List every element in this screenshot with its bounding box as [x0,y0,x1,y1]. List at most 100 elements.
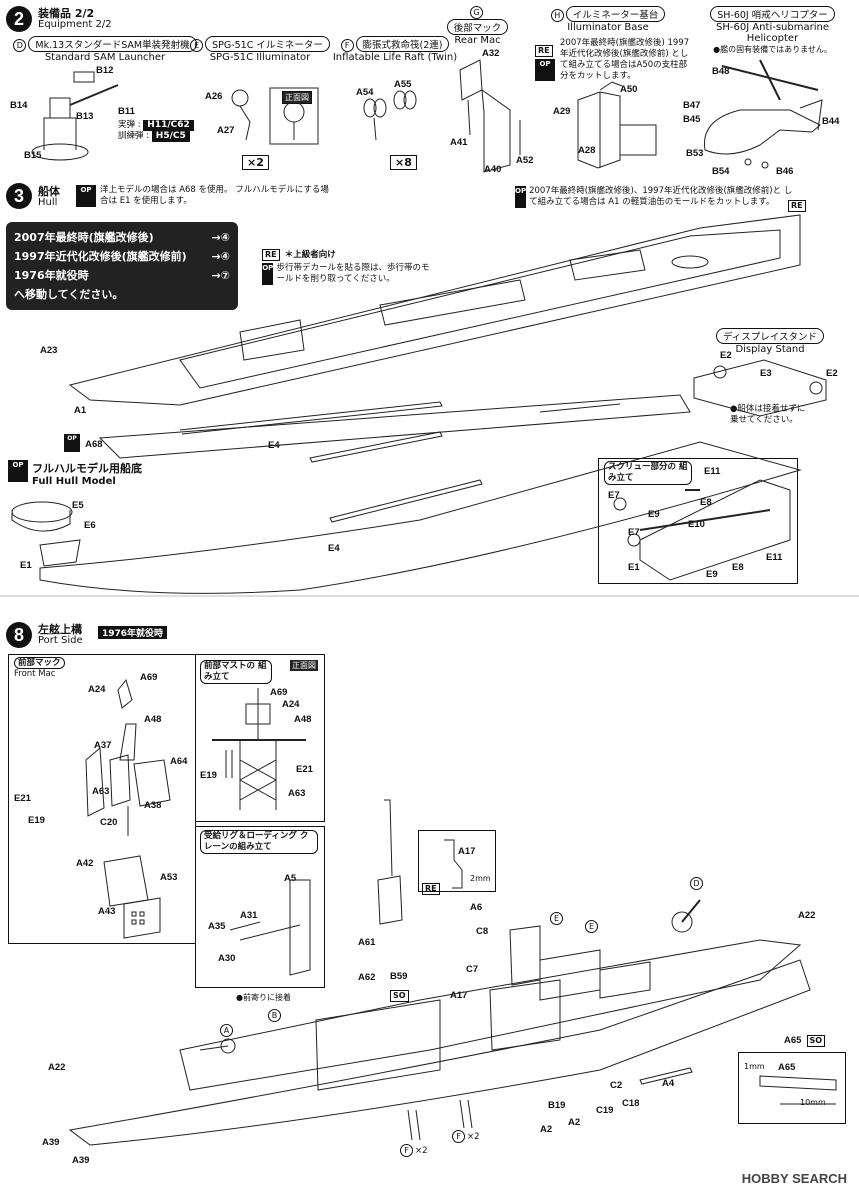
part-label: E8 [732,562,744,573]
a17-dim: 2mm [470,874,491,883]
part-label: A17 [458,846,476,857]
dim-10mm: 10mm [800,1098,826,1107]
part-label: A52 [516,155,534,166]
heli-jp: SH-60J 哨戒ヘリコプター [710,6,835,22]
screw-title: スクリュー部分の 組み立て [604,461,692,485]
part-label: A63 [92,786,110,797]
part-label: C8 [476,926,489,937]
mast-box [195,654,325,822]
part-label: A39 [72,1155,90,1166]
step-2-title-jp: 装備品 2/2 [38,7,95,20]
equip-e-en: SPG-51C Illuminator [209,52,311,63]
part-label: E8 [700,497,712,508]
step-2-number: 2 [6,6,32,32]
equip-f-qty: ×8 [390,155,417,170]
equip-e-qty: ×2 [242,155,269,170]
step-3-title-jp: 船体 [38,185,60,198]
part-label: B53 [686,148,704,159]
part-label: C7 [466,964,479,975]
step-8-number: 8 [6,622,32,648]
part-label: E2 [826,368,838,379]
part-label: A62 [358,972,376,983]
route-box: 2007年最終時(旗艦改修後)→④ 1997年近代化改修後(旗艦改修前)→④ 1… [6,222,238,310]
heli-note: ●艦の固有装備ではありません。 [713,45,832,54]
part-label: A22 [48,1062,66,1073]
equip-d-jp: Mk.13スタンダードSAM単装発射機 [28,36,197,52]
rig-note: ●前寄りに接着 [236,993,291,1002]
step-3-op-note: OP 洋上モデルの場合は A68 を使用。 フルハルモデルにする場合は E1 を… [76,185,336,207]
part-label: A63 [288,788,306,799]
a65-label: A65 SO [784,1028,826,1047]
raft-qty-1: F×2 [400,1144,428,1157]
part-label: E7 [628,527,640,538]
part-label: A41 [450,137,468,148]
part-label: E2 [720,350,732,361]
part-label: B13 [76,111,94,122]
step-3-title-en: Hull [38,197,58,208]
part-label: A37 [94,740,112,751]
part-label: A26 [205,91,223,102]
a68-label: OP A68 [64,432,103,452]
equip-g-en: Rear Mac [454,35,501,46]
part-label: A4 [662,1078,675,1089]
part-label: E19 [28,815,45,826]
re-badge-right: RE [788,193,806,212]
part-label: E5 [72,500,84,511]
equip-d-en: Standard SAM Launcher [44,52,166,63]
part-label: E19 [200,770,217,781]
equip-g-header: G後部マック Rear Mac [440,6,515,46]
step-3-number: 3 [6,183,32,209]
equip-g-jp: 後部マック [446,19,509,35]
part-label: E9 [706,569,718,580]
heli-header: SH-60J 哨戒ヘリコプター SH-60J Anti-submarine He… [690,6,855,55]
equip-h-badges: RE OP [535,38,559,81]
part-label: B19 [548,1100,566,1111]
part-label: A22 [798,910,816,921]
part-label: E11 [704,466,721,477]
step-8-title-en: Port Side [38,635,83,646]
equip-f-jp: 膨張式救命筏(2連) [355,36,450,52]
part-label: C19 [596,1105,614,1116]
part-label: B11 [118,106,135,117]
part-label: A24 [88,684,106,695]
heli-en: SH-60J Anti-submarine Helicopter [716,22,829,44]
part-label: E3 [760,368,772,379]
part-label: E6 [84,520,96,531]
part-label: B48 [712,66,730,77]
part-label: B44 [822,116,840,127]
front-mac-title: 前部マック Front Mac [14,657,65,680]
a17-detail-box [418,830,496,892]
rig-title: 受給リグ＆ローディング クレーンの組み立て [200,830,318,854]
part-label: A61 [358,937,376,948]
part-label: A23 [40,345,58,356]
op-icon: OP [515,186,527,208]
part-label: A32 [482,48,500,59]
part-label: B14 [10,100,28,111]
part-label: A55 [394,79,412,90]
part-label: E21 [14,793,31,804]
equip-e-jp: SPG-51C イルミネーター [205,36,330,52]
part-label: A65 [778,1062,796,1073]
front-mac-box [8,654,196,944]
part-label: B12 [96,65,114,76]
part-label: A54 [356,87,374,98]
live-ammo-note: 実弾 : H11/C62 訓練弾 : H5/C5 [118,120,194,142]
part-label: A35 [208,921,226,932]
part-label: A42 [76,858,94,869]
part-label: A64 [170,756,188,767]
mount-e2: E [585,914,600,933]
part-label: A29 [553,106,571,117]
part-label: E9 [648,509,660,520]
mount-e1: E [550,906,565,925]
mast-front-view: 正面図 [290,660,318,671]
part-label: A24 [282,699,300,710]
step-2-title-en: Equipment 2/2 [38,19,112,30]
step-8-tag: 1976年就役時 [98,621,168,640]
part-label: A6 [470,902,483,913]
equip-h-en: Illuminator Base [567,22,649,33]
part-label: A2 [568,1117,581,1128]
